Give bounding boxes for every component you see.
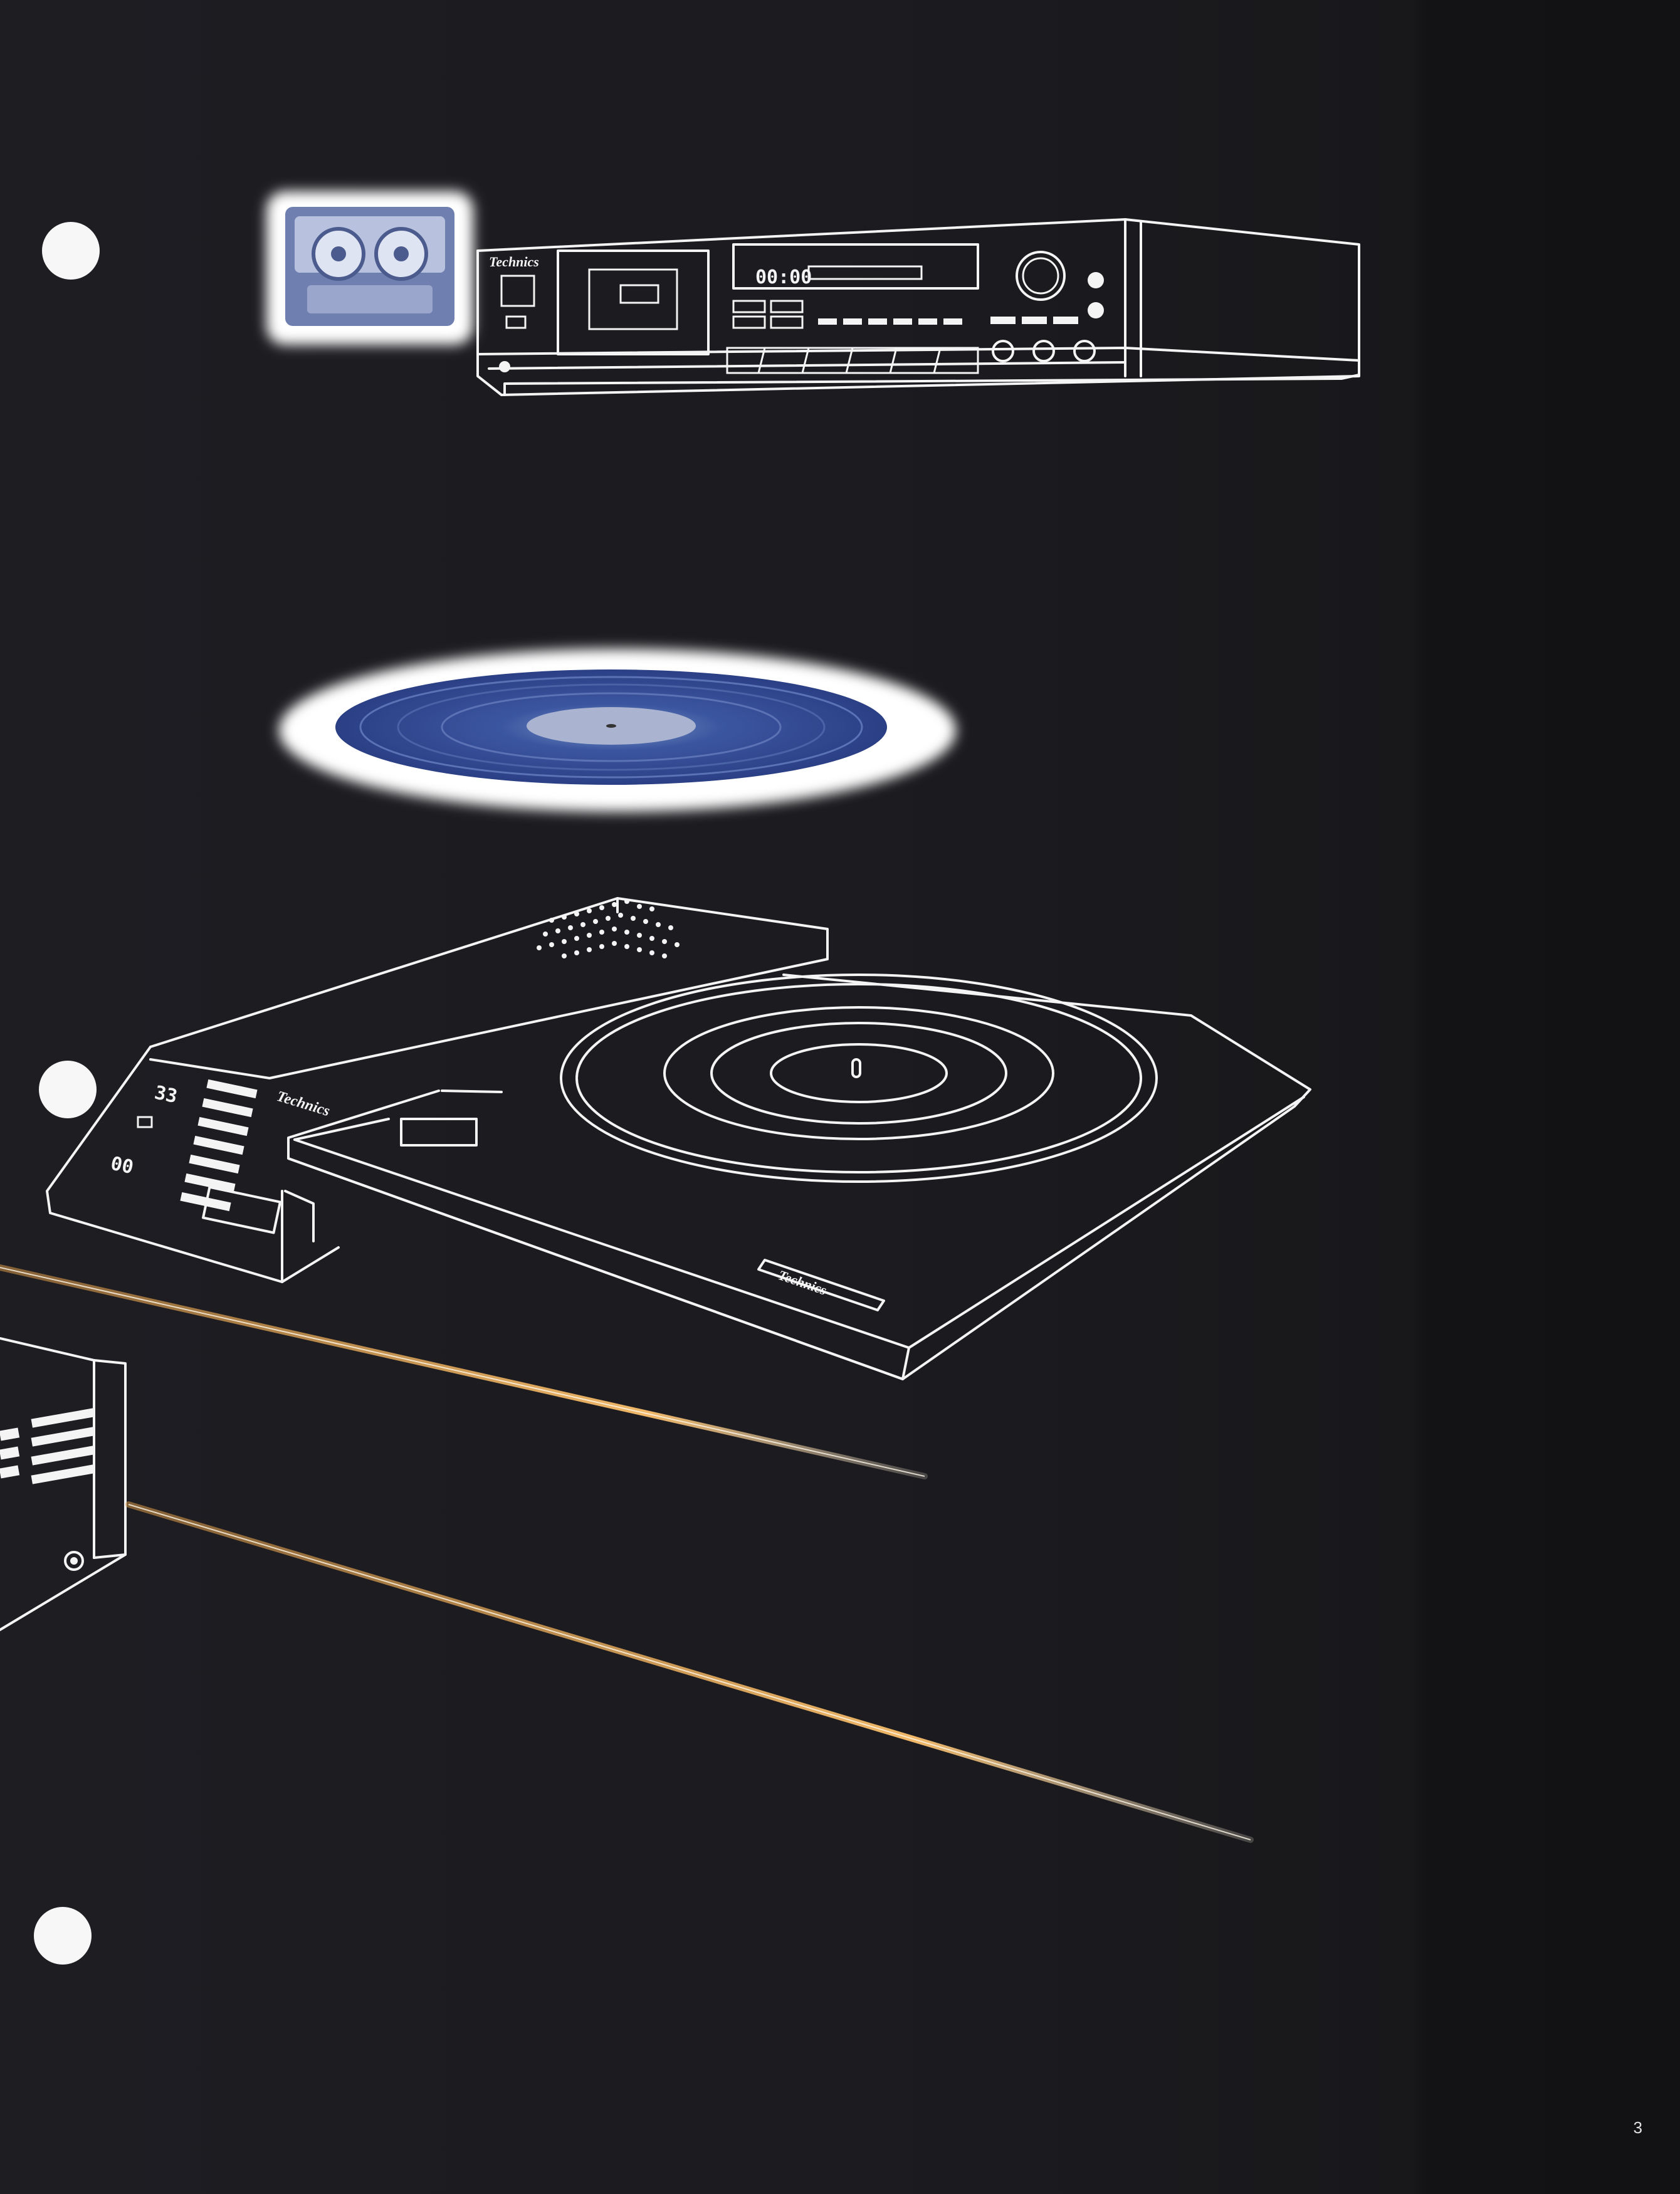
punch-hole-icon: [34, 1907, 92, 1965]
vinyl-record-icon: [279, 649, 956, 812]
page-number: 3: [1633, 2118, 1642, 2137]
deck-brand-label: Technics: [489, 254, 539, 270]
punch-hole-icon: [42, 222, 100, 280]
light-streaks: [0, 1264, 1254, 1843]
punch-hole-icon: [39, 1061, 97, 1118]
turntable-display: 00: [108, 1153, 135, 1179]
turntable-speed-label: 33: [152, 1082, 179, 1108]
deck-display: 00:00: [755, 266, 812, 288]
cassette-tape-icon: [266, 191, 473, 345]
turntable: Technics Technics 33 00: [46, 897, 1311, 1380]
turntable-brand-label: Technics: [275, 1088, 332, 1120]
cassette-deck: Technics 00:00: [476, 218, 1360, 396]
amplifier-corner: [0, 1337, 127, 1631]
